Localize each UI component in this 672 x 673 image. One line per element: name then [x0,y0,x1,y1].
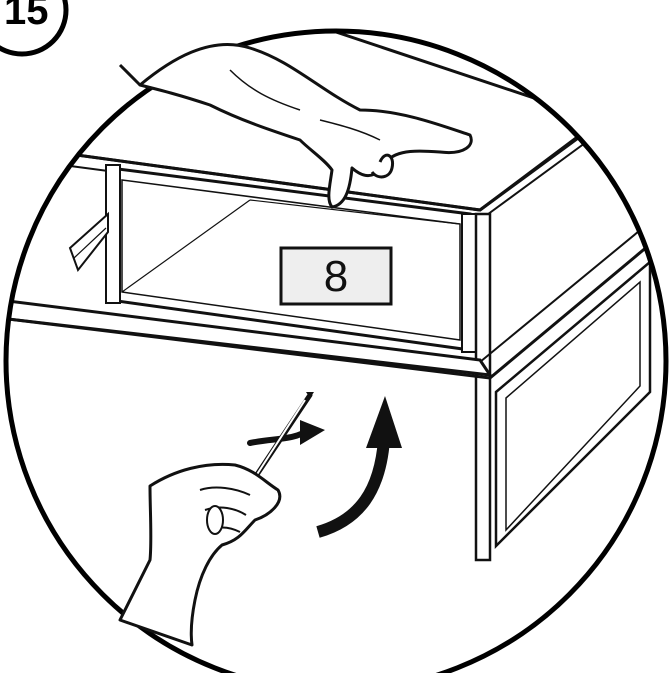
step-number: 15 [4,0,49,33]
step-number-badge: 15 [0,0,66,54]
part-label: 8 [324,252,348,301]
part-label-box: 8 [281,248,391,304]
